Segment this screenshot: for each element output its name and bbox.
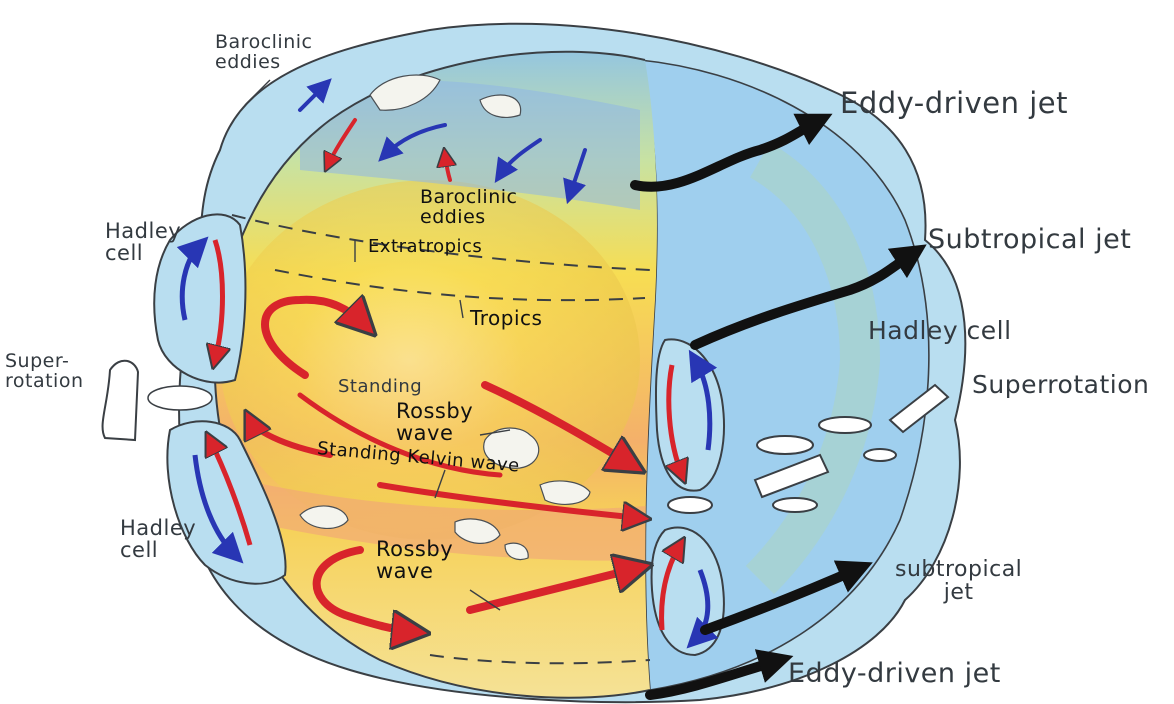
label-hadley-cell-left-bottom: Hadley cell (120, 517, 196, 561)
label-hadley-cell-right: Hadley cell (868, 318, 1012, 344)
label-subtropical-jet-top: Subtropical jet (928, 226, 1131, 254)
label-standing: Standing (338, 378, 422, 397)
label-eddy-driven-jet-bottom: Eddy-driven jet (788, 660, 1001, 688)
label-hadley-cell-left-top: Hadley cell (105, 220, 181, 264)
label-extratropics: Extratropics (368, 238, 482, 257)
label-rossby-wave-lower: Rossby wave (376, 538, 453, 582)
label-eddy-driven-jet-top: Eddy-driven jet (840, 88, 1068, 118)
label-superrotation-right: Superrotation (972, 372, 1149, 398)
label-baroclinic-eddies-center: Baroclinic eddies (420, 188, 517, 228)
label-subtropical-jet-bottom: subtropical jet (895, 558, 1022, 604)
label-baroclinic-eddies-top: Baroclinic eddies (215, 33, 312, 73)
label-superrotation-left: Super- rotation (5, 352, 84, 392)
label-rossby-wave-upper: Rossby wave (396, 400, 473, 444)
label-tropics: Tropics (470, 308, 542, 329)
